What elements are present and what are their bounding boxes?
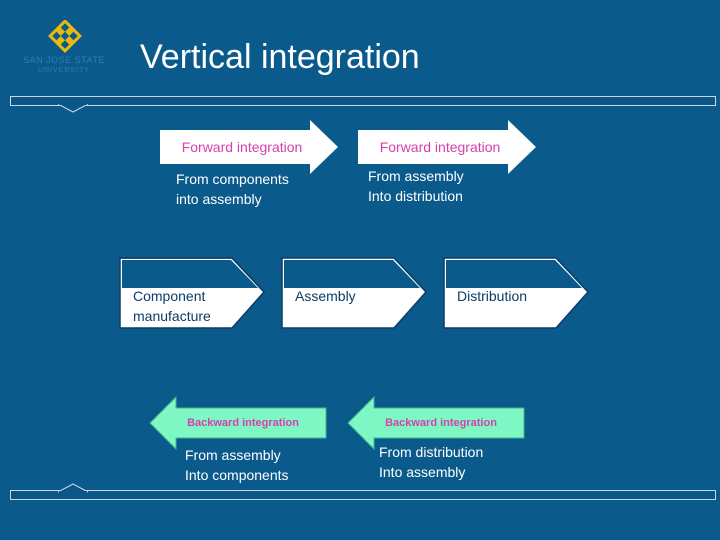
stage-3-line-1: Distribution (457, 288, 528, 304)
forward-2-caption: From assembly Into distribution (368, 166, 464, 206)
backward-arrow-1 (149, 395, 327, 451)
backward-1-line-2: Into components (185, 467, 289, 483)
stage-component-manufacture (119, 257, 266, 329)
bottom-divider (10, 490, 716, 500)
forward-2-line-1: From assembly (368, 168, 464, 184)
top-divider (10, 96, 716, 106)
backward-arrow-1-label: Backward integration (187, 417, 299, 429)
backward-1-line-1: From assembly (185, 447, 281, 463)
forward-arrow-1-label: Forward integration (181, 139, 303, 155)
logo-subtitle: UNIVERSITY (37, 67, 90, 74)
bottom-divider-notch (58, 483, 88, 493)
backward-arrow-2 (347, 395, 525, 451)
stage-2-text: Assembly (295, 286, 356, 306)
backward-1-caption: From assembly Into components (185, 445, 289, 485)
backward-arrow-2-label: Backward integration (385, 417, 497, 429)
backward-2-line-2: Into assembly (379, 464, 466, 480)
stage-distribution (443, 257, 590, 329)
stage-1-line-2: manufacture (133, 308, 211, 324)
slide-title: Vertical integration (140, 38, 420, 76)
stage-3-text: Distribution (457, 286, 527, 306)
forward-2-line-2: Into distribution (368, 188, 463, 204)
forward-arrow-1 (160, 120, 338, 174)
backward-2-line-1: From distribution (379, 444, 484, 460)
forward-1-line-2: into assembly (176, 191, 262, 207)
stage-2-line-1: Assembly (295, 288, 356, 304)
forward-arrow-2-label: Forward integration (379, 139, 501, 155)
forward-1-line-1: From components (176, 171, 289, 187)
university-logo (10, 19, 120, 82)
stage-1-line-1: Component (133, 288, 206, 304)
logo-name: SAN JOSE STATE (23, 55, 105, 65)
stage-1-text: Component manufacture (133, 286, 211, 326)
top-divider-notch (58, 104, 88, 113)
forward-arrow-2 (358, 120, 536, 174)
stage-assembly (281, 257, 428, 329)
logo-emblem-icon (48, 19, 82, 53)
backward-2-caption: From distribution Into assembly (379, 442, 483, 482)
forward-1-caption: From components into assembly (176, 169, 289, 209)
